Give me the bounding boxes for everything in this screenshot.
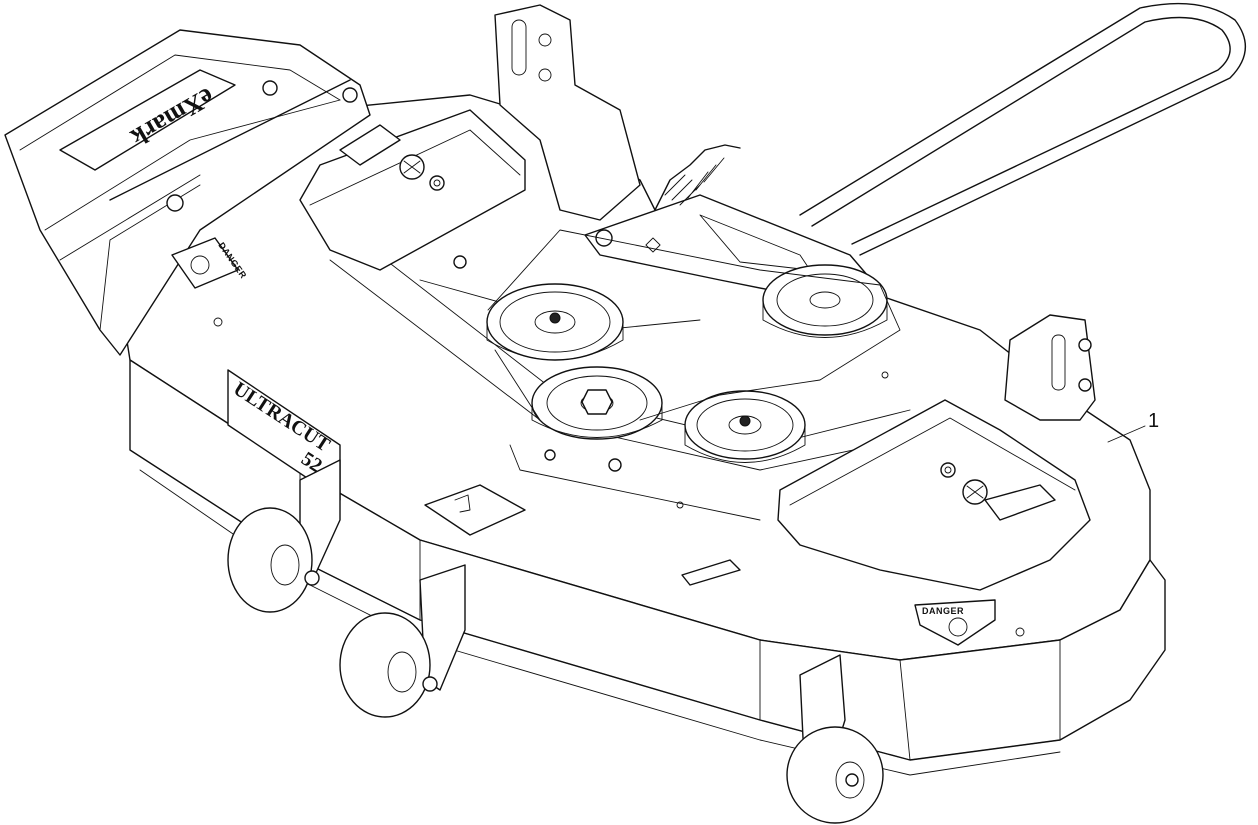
belt-cover-right <box>777 399 1091 591</box>
info-decal-center <box>424 484 526 536</box>
mount-bracket-upper <box>494 4 641 221</box>
deck-belt <box>487 229 901 421</box>
callout-label: 1 <box>1148 410 1159 432</box>
mount-bracket-right <box>1004 314 1096 421</box>
part-callout-1: 1 <box>1107 410 1159 443</box>
danger-decal-right: DANGER <box>914 599 996 646</box>
caster-wheel-rear-left <box>227 459 341 613</box>
danger-decal-right-text: DANGER <box>922 606 964 616</box>
caster-wheel-front-right <box>786 654 884 824</box>
pulley-right-spindle <box>684 390 806 463</box>
tension-spring <box>654 144 741 211</box>
drive-belt <box>799 2 1247 256</box>
discharge-chute: eXmark <box>4 29 371 356</box>
pulley-center-idler <box>531 366 663 440</box>
belt-cover-left <box>299 109 526 271</box>
deck-hardware <box>213 255 1025 637</box>
info-decal-small <box>681 559 741 586</box>
pulley-left-spindle <box>486 283 624 361</box>
caster-wheel-front-left <box>339 564 466 718</box>
